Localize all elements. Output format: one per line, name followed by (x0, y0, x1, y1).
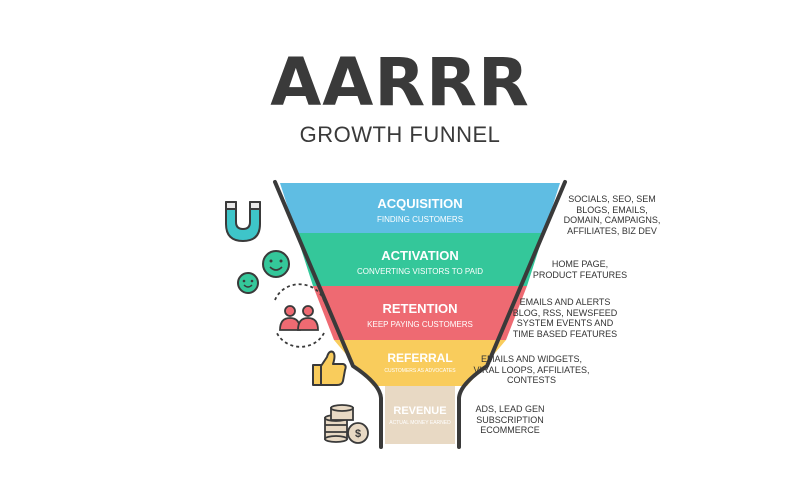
stage-tagline-acquisition: FINDING CUSTOMERS (377, 215, 463, 224)
coins-icon: $ (324, 404, 369, 444)
stage-description-referral: EMAILS AND WIDGETS, VIRAL LOOPS, AFFILIA… (473, 354, 590, 385)
stage-name-revenue: REVENUE (393, 405, 446, 417)
stage-name-acquisition: ACQUISITION (377, 196, 462, 211)
funnel-band-acquisition (280, 183, 560, 233)
stage-description-activation: HOME PAGE, PRODUCT FEATURES (532, 259, 628, 280)
stage-tagline-retention: KEEP PAYING CUSTOMERS (367, 320, 473, 329)
stage-name-activation: ACTIVATION (381, 248, 459, 263)
funnel-outline-left (273, 180, 383, 449)
stage-description-acquisition: SOCIALS, SEO, SEM BLOGS, EMAILS, DOMAIN,… (563, 194, 661, 236)
stage-name-retention: RETENTION (382, 301, 457, 316)
users-cycle-icon (274, 283, 326, 348)
stage-description-retention: EMAILS AND ALERTS BLOG, RSS, NEWSFEED SY… (512, 297, 618, 339)
magnet-icon (225, 201, 261, 242)
stage-description-revenue: ADS, LEAD GEN SUBSCRIPTION ECOMMERCE (475, 404, 545, 435)
stage-tagline-revenue: ACTUAL MONEY EARNED (389, 420, 451, 426)
svg-text:$: $ (355, 428, 361, 440)
stage-name-referral: REFERRAL (387, 351, 452, 365)
funnel-band-revenue (385, 386, 455, 444)
stage-tagline-activation: CONVERTING VISITORS TO PAID (357, 267, 483, 276)
funnel-band-activation (296, 233, 544, 286)
thumbs-up-icon (312, 350, 347, 386)
funnel-outline-right (457, 180, 567, 449)
page-subtitle: GROWTH FUNNEL (299, 122, 501, 147)
funnel-band-retention (313, 286, 527, 340)
funnel-band-referral (334, 340, 506, 386)
stage-tagline-referral: CUSTOMERS AS ADVOCATES (384, 368, 456, 374)
page-title: AARRR (270, 44, 530, 121)
smiley-faces-icon (237, 250, 290, 294)
